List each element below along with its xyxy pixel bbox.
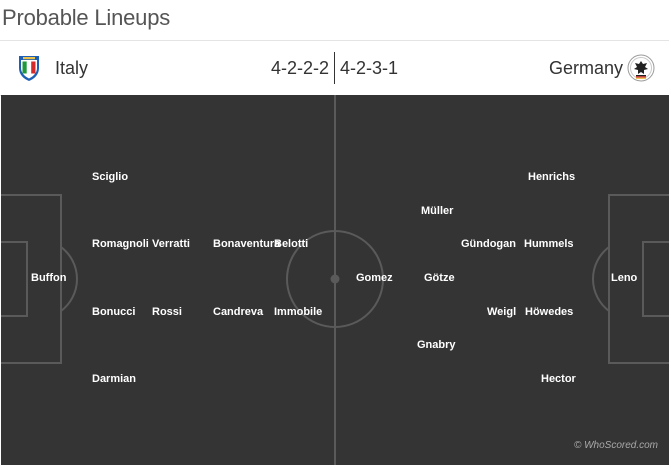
player-label: Leno [611, 272, 638, 284]
lineup-header: Italy 4-2-2-2 4-2-3-1 Germany [0, 40, 669, 96]
watermark: © WhoScored.com [573, 440, 658, 451]
player-label: Romagnoli [92, 238, 149, 250]
player-label: Gündogan [461, 238, 516, 250]
player-label: Bonaventura [213, 238, 281, 250]
player-label: Sciglio [92, 171, 129, 183]
player-label: Höwedes [525, 306, 574, 318]
formation-divider [334, 52, 335, 84]
player-label: Candreva [213, 306, 264, 318]
player-label: Hector [541, 373, 576, 385]
player-label: Bonucci [92, 306, 136, 318]
player-label: Buffon [31, 272, 67, 284]
player-label: Müller [421, 205, 454, 217]
italy-crest-icon [19, 56, 39, 81]
player-label: Immobile [274, 306, 323, 318]
home-team-name: Italy [55, 58, 89, 78]
player-label: Weigl [487, 306, 517, 318]
away-team-name: Germany [548, 58, 623, 78]
germany-crest-icon [627, 54, 655, 82]
home-formation: 4-2-2-2 [270, 58, 329, 78]
player-label: Belotti [274, 238, 309, 250]
player-label: Gomez [356, 272, 393, 284]
pitch-markings [1, 95, 669, 465]
pitch: Sciglio Romagnoli Verratti Bonaventura B… [1, 95, 669, 465]
player-label: Rossi [152, 306, 182, 318]
player-label: Verratti [152, 238, 190, 250]
player-label: Darmian [92, 373, 137, 385]
player-label: Hummels [524, 238, 574, 250]
player-label: Henrichs [528, 171, 576, 183]
player-label: Gnabry [417, 339, 456, 351]
page-title: Probable Lineups [2, 5, 171, 30]
player-label: Götze [424, 272, 455, 284]
away-formation: 4-2-3-1 [340, 58, 399, 78]
